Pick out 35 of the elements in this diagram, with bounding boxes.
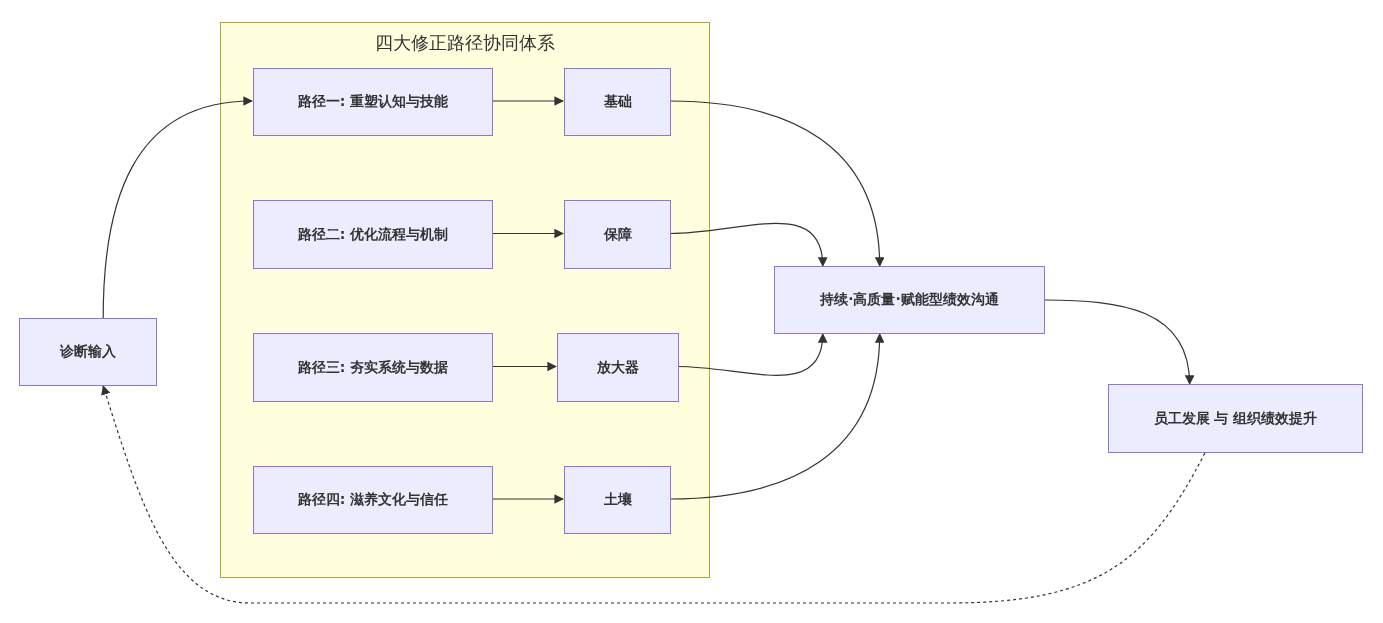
process-box [564, 68, 671, 136]
arrow [491, 228, 564, 239]
process-box [253, 200, 493, 269]
arrow [669, 100, 884, 267]
box-label: 员工发展 与 组织绩效提升 [1153, 409, 1318, 428]
box-label: 持续·高质量·赋能型绩效沟通 [820, 291, 999, 309]
group-panel [220, 22, 710, 578]
box-label: 路径一: 重塑认知与技能 [297, 93, 449, 111]
box-label: 基础 [603, 93, 632, 111]
arrow [491, 96, 564, 106]
box-label: 诊断输入 [60, 343, 116, 361]
process-box [19, 318, 157, 386]
arrow [491, 494, 564, 504]
process-box [253, 466, 493, 534]
box-label: 路径四: 滋养文化与信任 [297, 491, 449, 509]
process-box [1108, 384, 1363, 453]
arrow [1044, 299, 1194, 385]
process-box [253, 68, 493, 136]
box-label: 土壤 [603, 491, 632, 509]
arrow [102, 96, 253, 319]
box-label: 放大器 [597, 358, 639, 377]
process-box [564, 200, 671, 269]
arrow [491, 361, 557, 372]
group-title: 四大修正路径协同体系 [375, 31, 555, 55]
arrow [669, 333, 884, 500]
process-box [774, 266, 1045, 334]
arrow [669, 222, 827, 267]
box-label: 路径二: 优化流程与机制 [297, 225, 449, 244]
process-box [564, 466, 671, 534]
box-label: 路径三: 夯实系统与数据 [297, 358, 449, 377]
box-label: 保障 [603, 225, 632, 244]
process-box [557, 333, 679, 402]
arrow [677, 333, 827, 376]
process-box [253, 333, 493, 402]
arrow [101, 385, 1206, 604]
